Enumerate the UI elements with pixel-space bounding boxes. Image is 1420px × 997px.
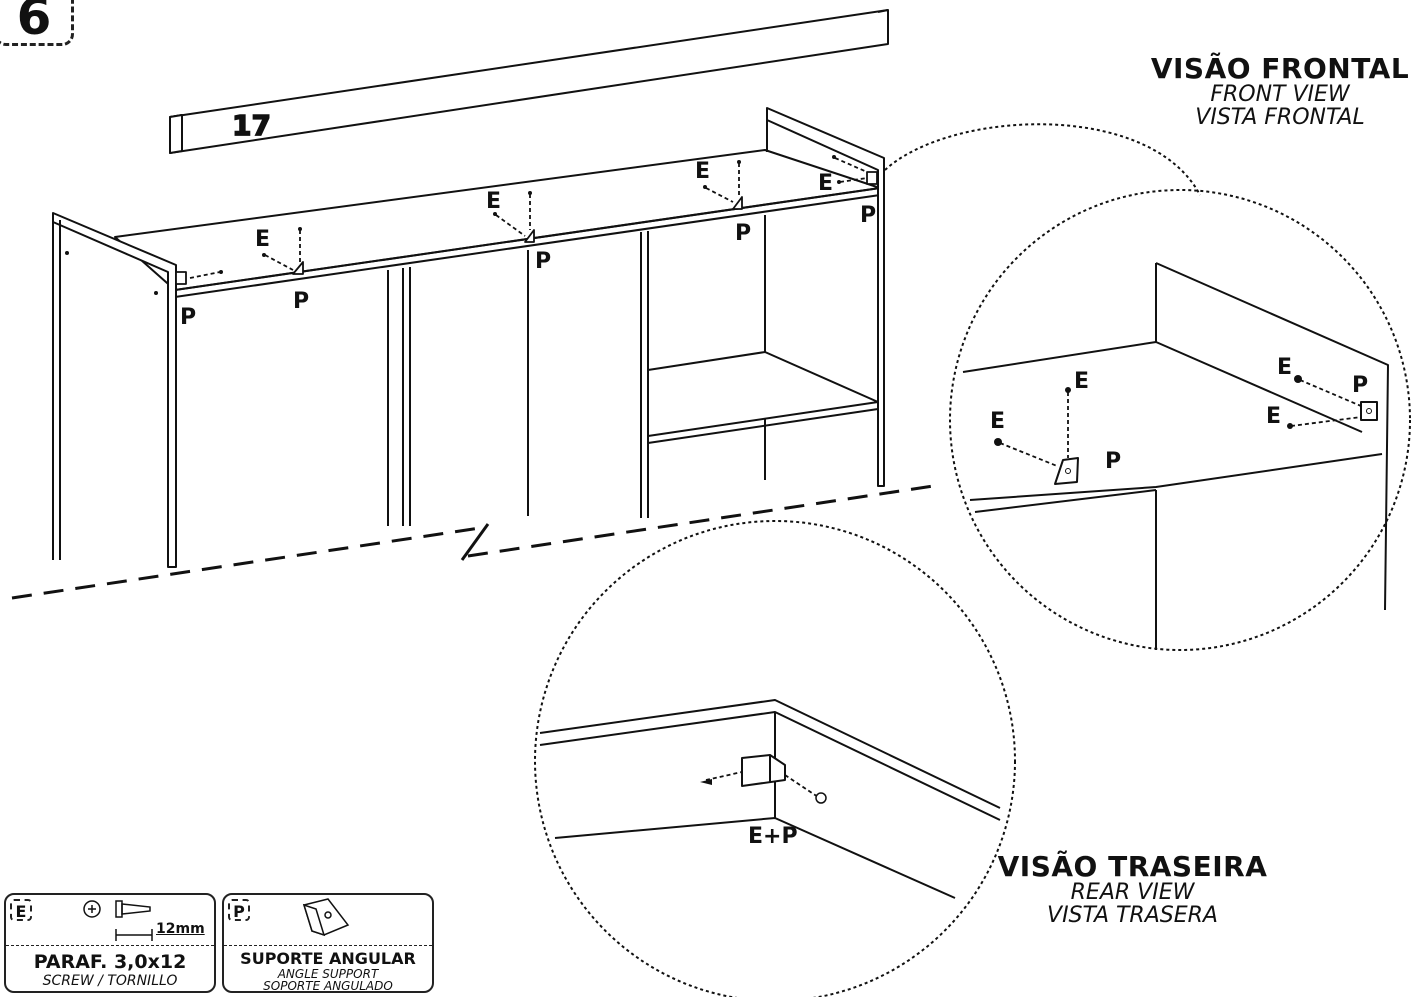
rear-view-detail: [534, 520, 1016, 997]
svg-text:P: P: [1105, 449, 1121, 474]
legend-support-tag: P: [228, 899, 250, 921]
legend-screw-translation: SCREW / TORNILLO: [42, 973, 178, 989]
angle-brackets: [175, 171, 878, 285]
svg-text:P: P: [293, 289, 309, 314]
screw-icon: [83, 900, 153, 941]
rear-view-label: E+P: [748, 824, 798, 849]
svg-text:P: P: [180, 305, 196, 330]
svg-text:E: E: [990, 409, 1005, 434]
front-view-title: VISÃO FRONTAL FRONT VIEW VISTA FRONTAL: [1150, 52, 1410, 131]
legend-screw-length: 12mm: [156, 921, 205, 937]
svg-text:P: P: [535, 249, 551, 274]
screw-paths: [189, 157, 868, 279]
svg-text:E: E: [1266, 404, 1281, 429]
phillips-head-icon: [83, 900, 101, 918]
cabinet-body: [52, 107, 885, 568]
svg-text:E: E: [486, 189, 501, 214]
svg-text:E: E: [1277, 355, 1292, 380]
break-line: [11, 483, 941, 600]
legend-support-translation-es: SOPORTE ANGULADO: [263, 979, 393, 993]
svg-text:E: E: [818, 171, 833, 196]
main-labels: P P E E P E P E P: [180, 159, 876, 330]
legend-support: P SUPORTE ANGULAR ANGLE SUPPORT SOPORTE …: [222, 893, 434, 993]
svg-text:E: E: [695, 159, 710, 184]
legend-support-translation-en: ANGLE SUPPORT: [277, 967, 379, 981]
front-view-labels: E E P E P E: [990, 355, 1368, 474]
legend-screw-name: PARAF. 3,0x12: [33, 951, 187, 973]
legend-screw-tag: E: [10, 899, 32, 921]
legend-support-name: SUPORTE ANGULAR: [240, 949, 416, 968]
rear-view-title: VISÃO TRASEIRA REAR VIEW VISTA TRASERA: [997, 850, 1268, 929]
svg-text:E: E: [255, 227, 270, 252]
svg-text:E: E: [1074, 369, 1089, 394]
top-rail-part-17: [169, 9, 889, 154]
svg-text:P: P: [735, 221, 751, 246]
legend-screw: E 12mm PARAF. 3,0x12 SCREW / TORNILLO: [4, 893, 216, 993]
front-view-detail: [949, 189, 1411, 651]
part-number-label: 17: [232, 109, 271, 142]
step-number-badge: 6: [0, 0, 74, 46]
svg-text:P: P: [860, 203, 876, 228]
screw-icons: [65, 155, 1372, 804]
angle-bracket-icon: [302, 898, 350, 937]
svg-text:P: P: [1352, 373, 1368, 398]
